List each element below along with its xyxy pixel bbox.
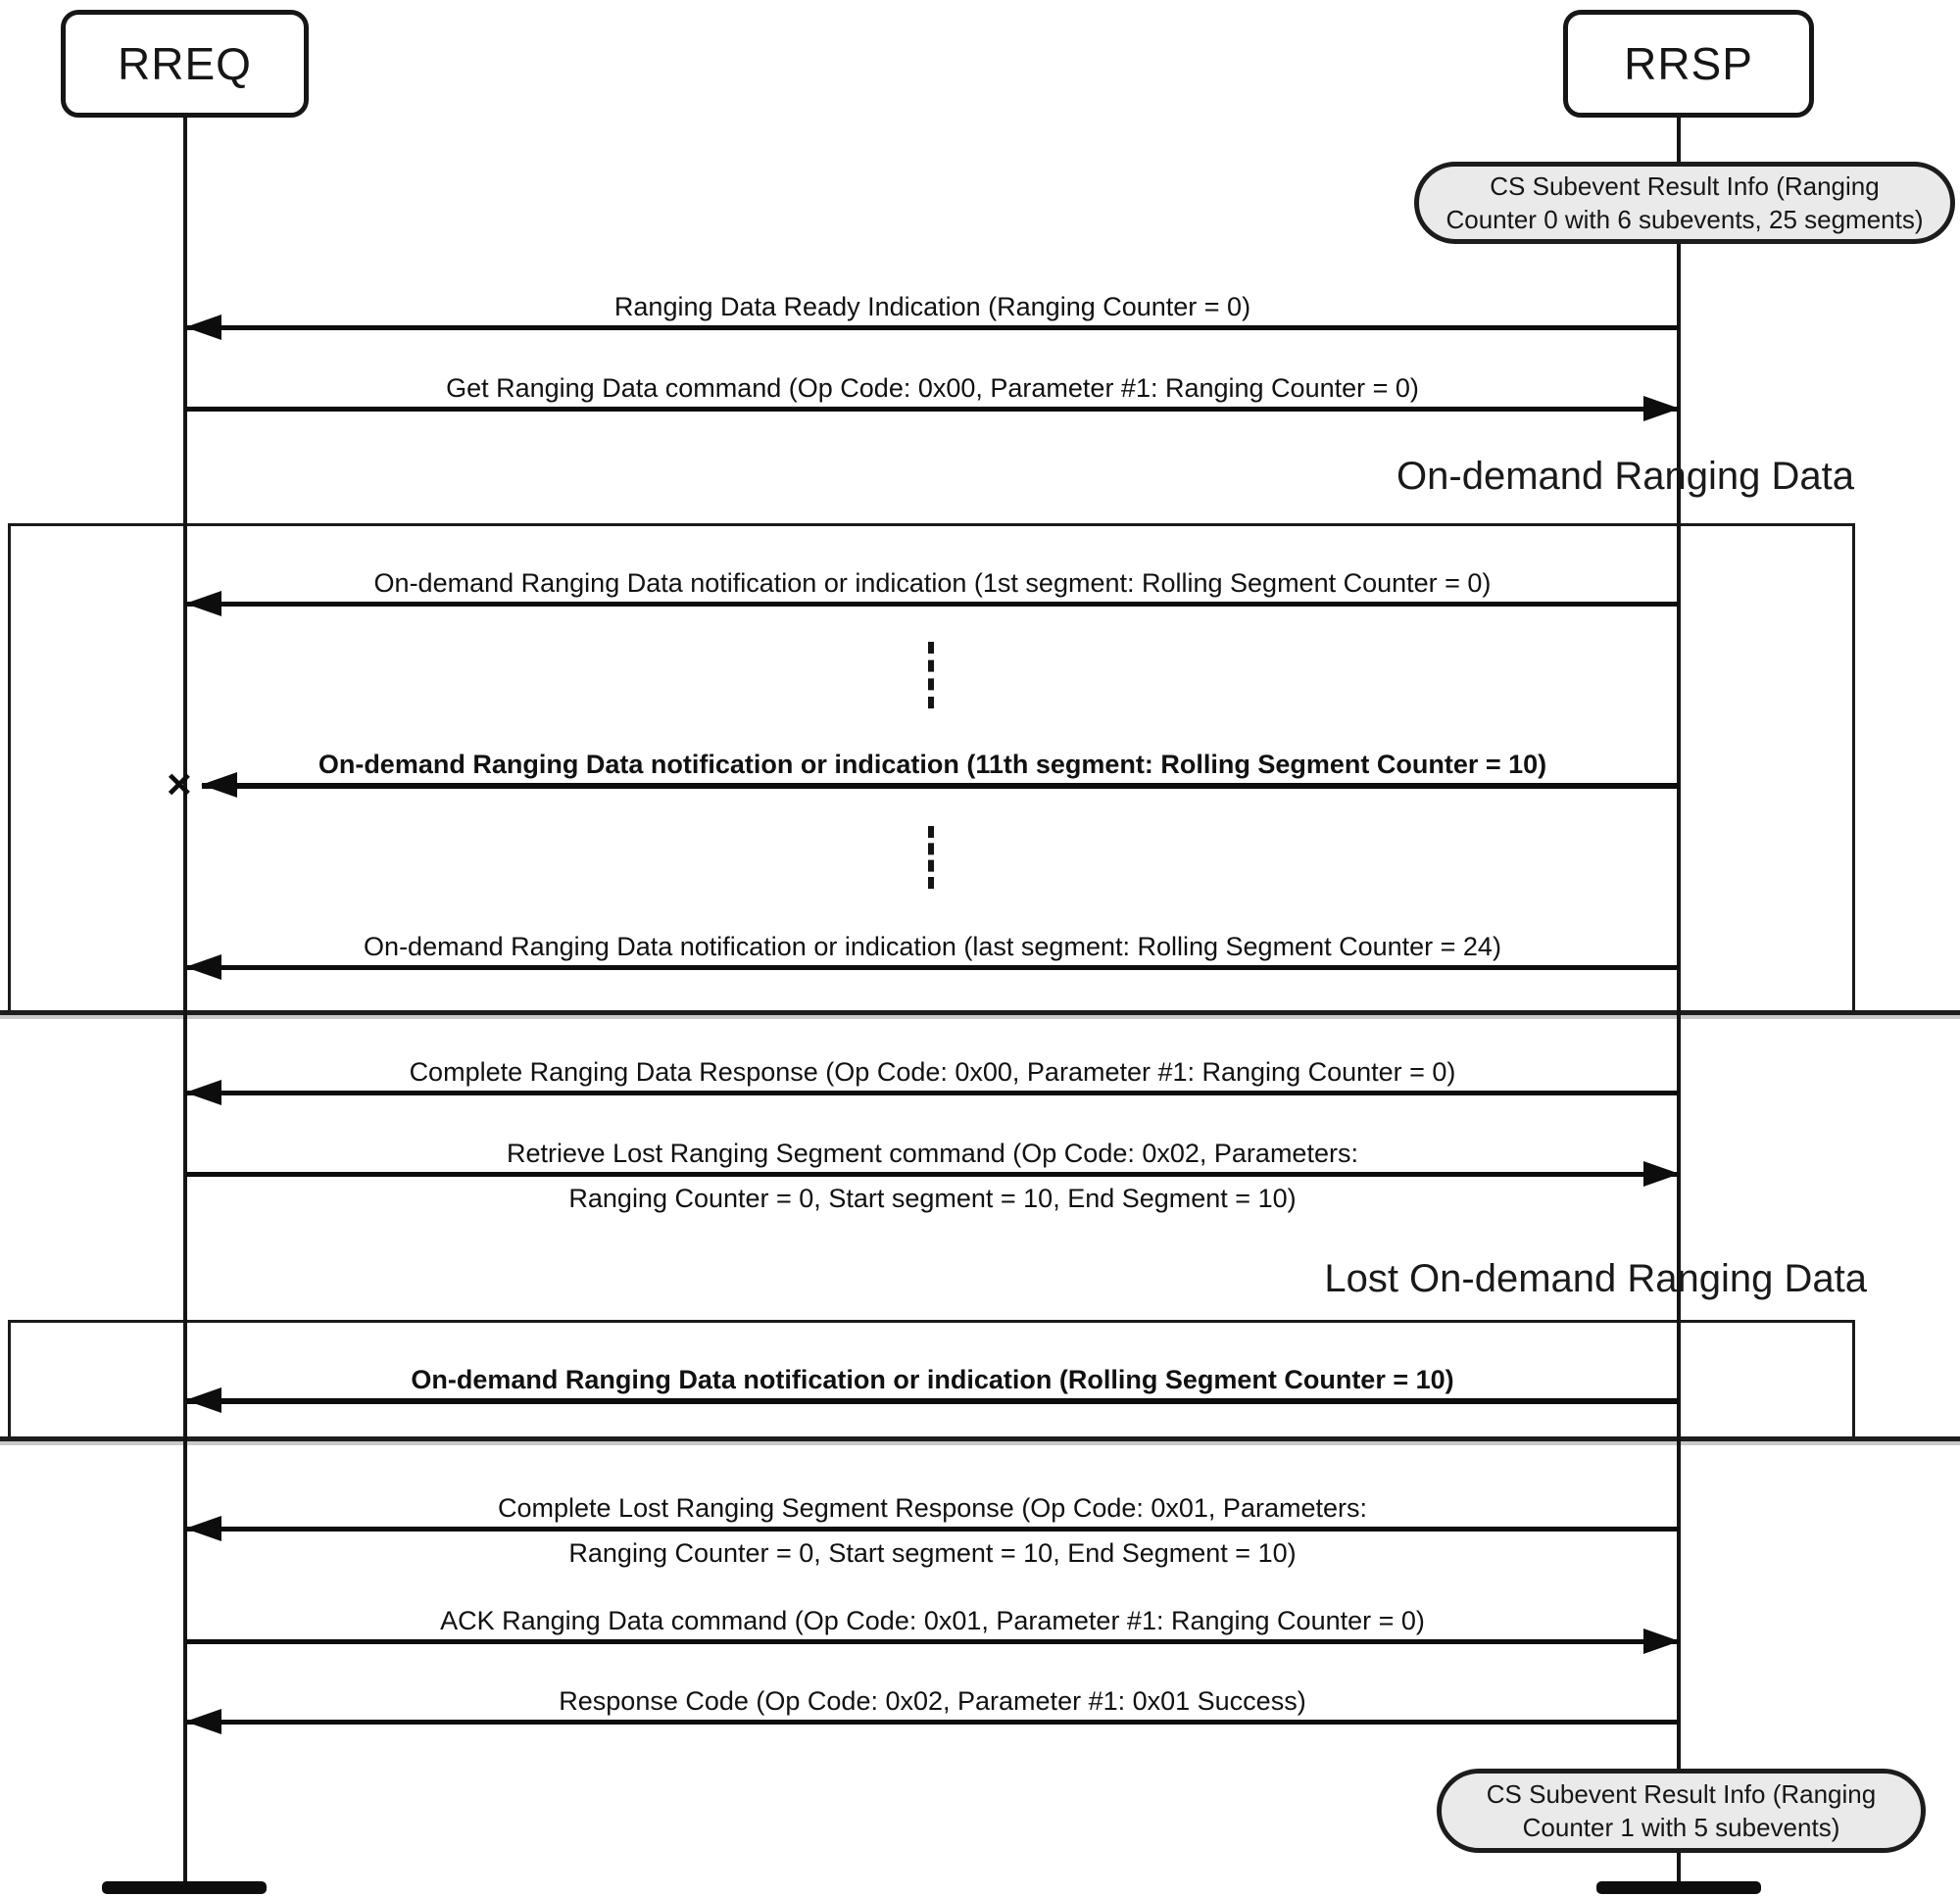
message-label: On-demand Ranging Data notification or i… [411, 1365, 1454, 1394]
lost-message-x-icon: × [167, 760, 192, 808]
lifeline-rrsp [1677, 116, 1681, 1889]
participant-label: RRSP [1624, 38, 1753, 89]
note-line: CS Subevent Result Info (Ranging [1490, 171, 1880, 201]
message-label: Ranging Data Ready Indication (Ranging C… [613, 292, 1251, 321]
note-line: Counter 1 with 5 subevents) [1522, 1813, 1840, 1842]
fragment-bottom-rule [0, 1436, 1960, 1441]
message-label: Complete Lost Ranging Segment Response (… [498, 1493, 1367, 1523]
message-label: Get Ranging Data command (Op Code: 0x00,… [446, 373, 1419, 403]
message-label: On-demand Ranging Data notification or i… [364, 932, 1501, 961]
message-label-line2: Ranging Counter = 0, Start segment = 10,… [568, 1538, 1297, 1568]
note-line: CS Subevent Result Info (Ranging [1486, 1779, 1877, 1809]
message-label: On-demand Ranging Data notification or i… [318, 750, 1547, 779]
note-cs-subevent-result-info-top: CS Subevent Result Info (Ranging Counter… [1414, 162, 1955, 244]
arrow-to-rreq [185, 1387, 1679, 1413]
fragment-bottom-rule [0, 1010, 1960, 1015]
message-label-line2: Ranging Counter = 0, Start segment = 10,… [568, 1184, 1297, 1213]
arrow-to-rreq [185, 954, 1679, 980]
fragment-on-demand-ranging-data [8, 523, 1855, 1018]
message-label: On-demand Ranging Data notification or i… [373, 568, 1492, 598]
vertical-ellipsis-icon [928, 642, 934, 708]
message-label: Retrieve Lost Ranging Segment command (O… [507, 1139, 1358, 1168]
participant-label: RREQ [118, 38, 252, 89]
vertical-ellipsis-icon [928, 826, 934, 889]
message-on-demand-retransmitted-segment: On-demand Ranging Data notification or i… [185, 1364, 1679, 1413]
message-retrieve-lost-ranging-segment-command: Retrieve Lost Ranging Segment command (O… [186, 1138, 1680, 1214]
message-label: Response Code (Op Code: 0x02, Parameter … [559, 1686, 1306, 1716]
arrow-to-rreq [185, 315, 1679, 340]
arrow-to-rreq [185, 1080, 1679, 1105]
lifeline-end-bar-rreq [102, 1881, 267, 1894]
lifeline-end-bar-rrsp [1596, 1881, 1761, 1894]
note-line: Counter 0 with 6 subevents, 25 segments) [1446, 205, 1924, 234]
message-complete-ranging-data-response: Complete Ranging Data Response (Op Code:… [185, 1056, 1679, 1105]
arrow-to-rreq [185, 591, 1679, 616]
message-response-code: Response Code (Op Code: 0x02, Parameter … [185, 1685, 1679, 1734]
arrow-to-rreq-lost: × [167, 763, 1679, 806]
fragment-lost-on-demand-ranging-data [8, 1320, 1855, 1443]
message-label: ACK Ranging Data command (Op Code: 0x01,… [440, 1606, 1425, 1635]
message-on-demand-1st-segment: On-demand Ranging Data notification or i… [185, 567, 1679, 616]
note-cs-subevent-result-info-bottom: CS Subevent Result Info (Ranging Counter… [1437, 1769, 1926, 1853]
arrow-to-rrsp [186, 1161, 1680, 1187]
message-ranging-data-ready-indication: Ranging Data Ready Indication (Ranging C… [185, 291, 1679, 340]
participant-rreq: RREQ [61, 10, 309, 118]
message-ack-ranging-data-command: ACK Ranging Data command (Op Code: 0x01,… [186, 1605, 1680, 1654]
arrow-to-rreq [185, 1516, 1679, 1541]
section-title-on-demand-ranging-data: On-demand Ranging Data [1396, 455, 1854, 498]
participant-rrsp: RRSP [1563, 10, 1814, 118]
message-on-demand-last-segment: On-demand Ranging Data notification or i… [185, 931, 1679, 980]
arrow-to-rrsp [186, 396, 1680, 421]
arrow-to-rreq [185, 1709, 1679, 1734]
message-complete-lost-ranging-segment-response: Complete Lost Ranging Segment Response (… [185, 1492, 1679, 1569]
lifeline-rreq [183, 116, 187, 1889]
message-get-ranging-data-command: Get Ranging Data command (Op Code: 0x00,… [186, 372, 1680, 421]
message-label: Complete Ranging Data Response (Op Code:… [409, 1057, 1456, 1087]
section-title-lost-on-demand-ranging-data: Lost On-demand Ranging Data [1324, 1257, 1867, 1300]
arrow-to-rrsp [186, 1629, 1680, 1654]
message-on-demand-11th-segment-lost: On-demand Ranging Data notification or i… [167, 749, 1679, 806]
